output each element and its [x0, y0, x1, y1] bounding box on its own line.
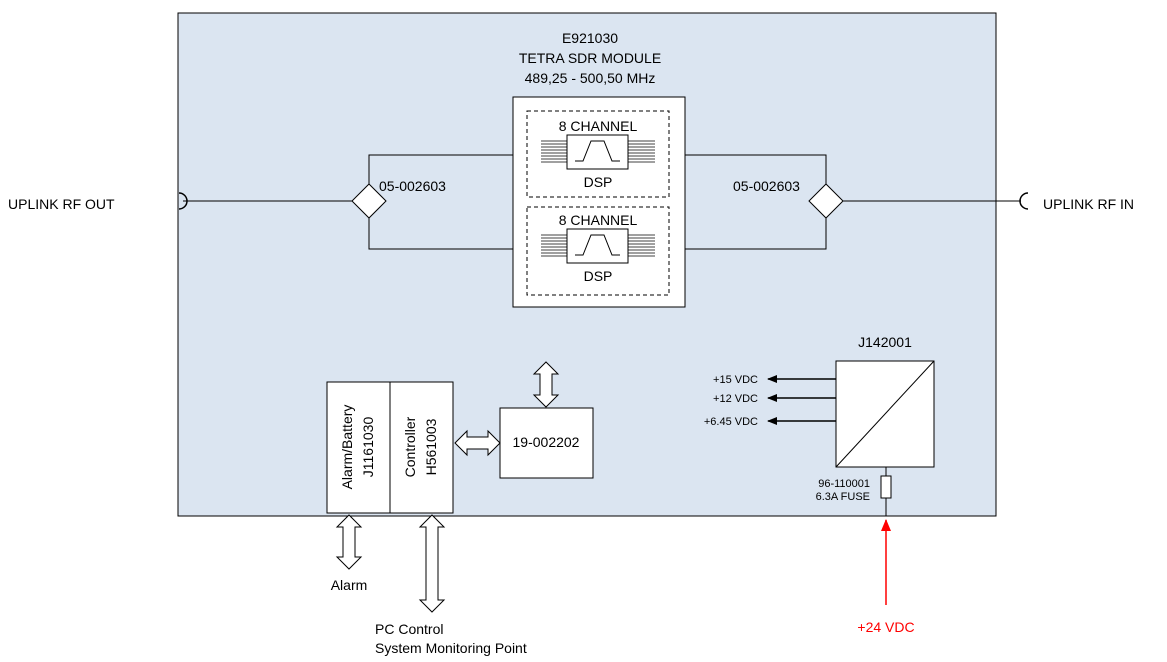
filter-2-lines-left [541, 234, 567, 257]
splitter-left-label: 05-002603 [379, 178, 446, 194]
fuse-icon [880, 475, 892, 499]
rf-in-connector-icon [1019, 192, 1029, 210]
psu-output-arrows [767, 375, 836, 425]
psu-output-6v45: +6.45 VDC [704, 416, 758, 428]
controller-board-part: H561003 [423, 418, 439, 475]
pc-control-double-arrow [418, 514, 446, 613]
splitter-right-label: 05-002603 [733, 178, 800, 194]
alarm-board-part: J1161030 [360, 417, 376, 478]
alarm-external-double-arrow [335, 514, 363, 570]
channel-1-dsp: DSP [584, 174, 613, 190]
filter-1-lines-right [628, 140, 655, 163]
controller-board [389, 381, 454, 514]
psu-part-number: J142001 [858, 334, 912, 350]
channel-2-dsp: DSP [584, 268, 613, 284]
fuse-rating: 6.3A FUSE [816, 491, 870, 503]
interface-up-double-arrow [532, 361, 560, 408]
monitoring-point-label: System Monitoring Point [375, 640, 527, 656]
rf-wiring [183, 154, 1021, 250]
channel-2-label: 8 CHANNEL [559, 212, 638, 228]
channel-block-1: 8 CHANNEL DSP [526, 110, 670, 198]
psu-output-15v: +15 VDC [713, 374, 758, 386]
alarm-battery-board [326, 381, 391, 514]
interface-board-part: 19-002202 [513, 434, 580, 450]
bandpass-filter-2 [566, 228, 629, 264]
module-title: TETRA SDR MODULE [519, 50, 661, 66]
filter-2-lines-right [628, 234, 655, 257]
splitter-left [351, 183, 387, 219]
controller-interface-double-arrow [454, 429, 501, 457]
rf-out-connector-icon [178, 192, 188, 210]
uplink-rf-in-label: UPLINK RF IN [1043, 196, 1134, 212]
alarm-output-label: Alarm [331, 577, 368, 593]
controller-board-name: Controller [402, 416, 418, 477]
filter-1-lines-left [541, 140, 567, 163]
channel-block-2: 8 CHANNEL DSP [526, 206, 670, 296]
psu-output-12v: +12 VDC [713, 393, 758, 405]
channel-1-label: 8 CHANNEL [559, 118, 638, 134]
power-input-label: +24 VDC [857, 619, 914, 635]
bandpass-icon-2 [575, 234, 620, 256]
alarm-board-name: Alarm/Battery [339, 405, 355, 490]
fuse-part-number: 96-110001 [818, 478, 870, 490]
module-part-number: E921030 [562, 30, 618, 46]
uplink-rf-out-label: UPLINK RF OUT [8, 196, 115, 212]
bandpass-filter-1 [566, 134, 629, 170]
pc-control-label: PC Control [375, 621, 443, 637]
module-frequency: 489,25 - 500,50 MHz [525, 70, 656, 86]
splitter-right [808, 183, 844, 219]
bandpass-icon-1 [575, 140, 620, 162]
converter-diagonal [835, 360, 935, 468]
